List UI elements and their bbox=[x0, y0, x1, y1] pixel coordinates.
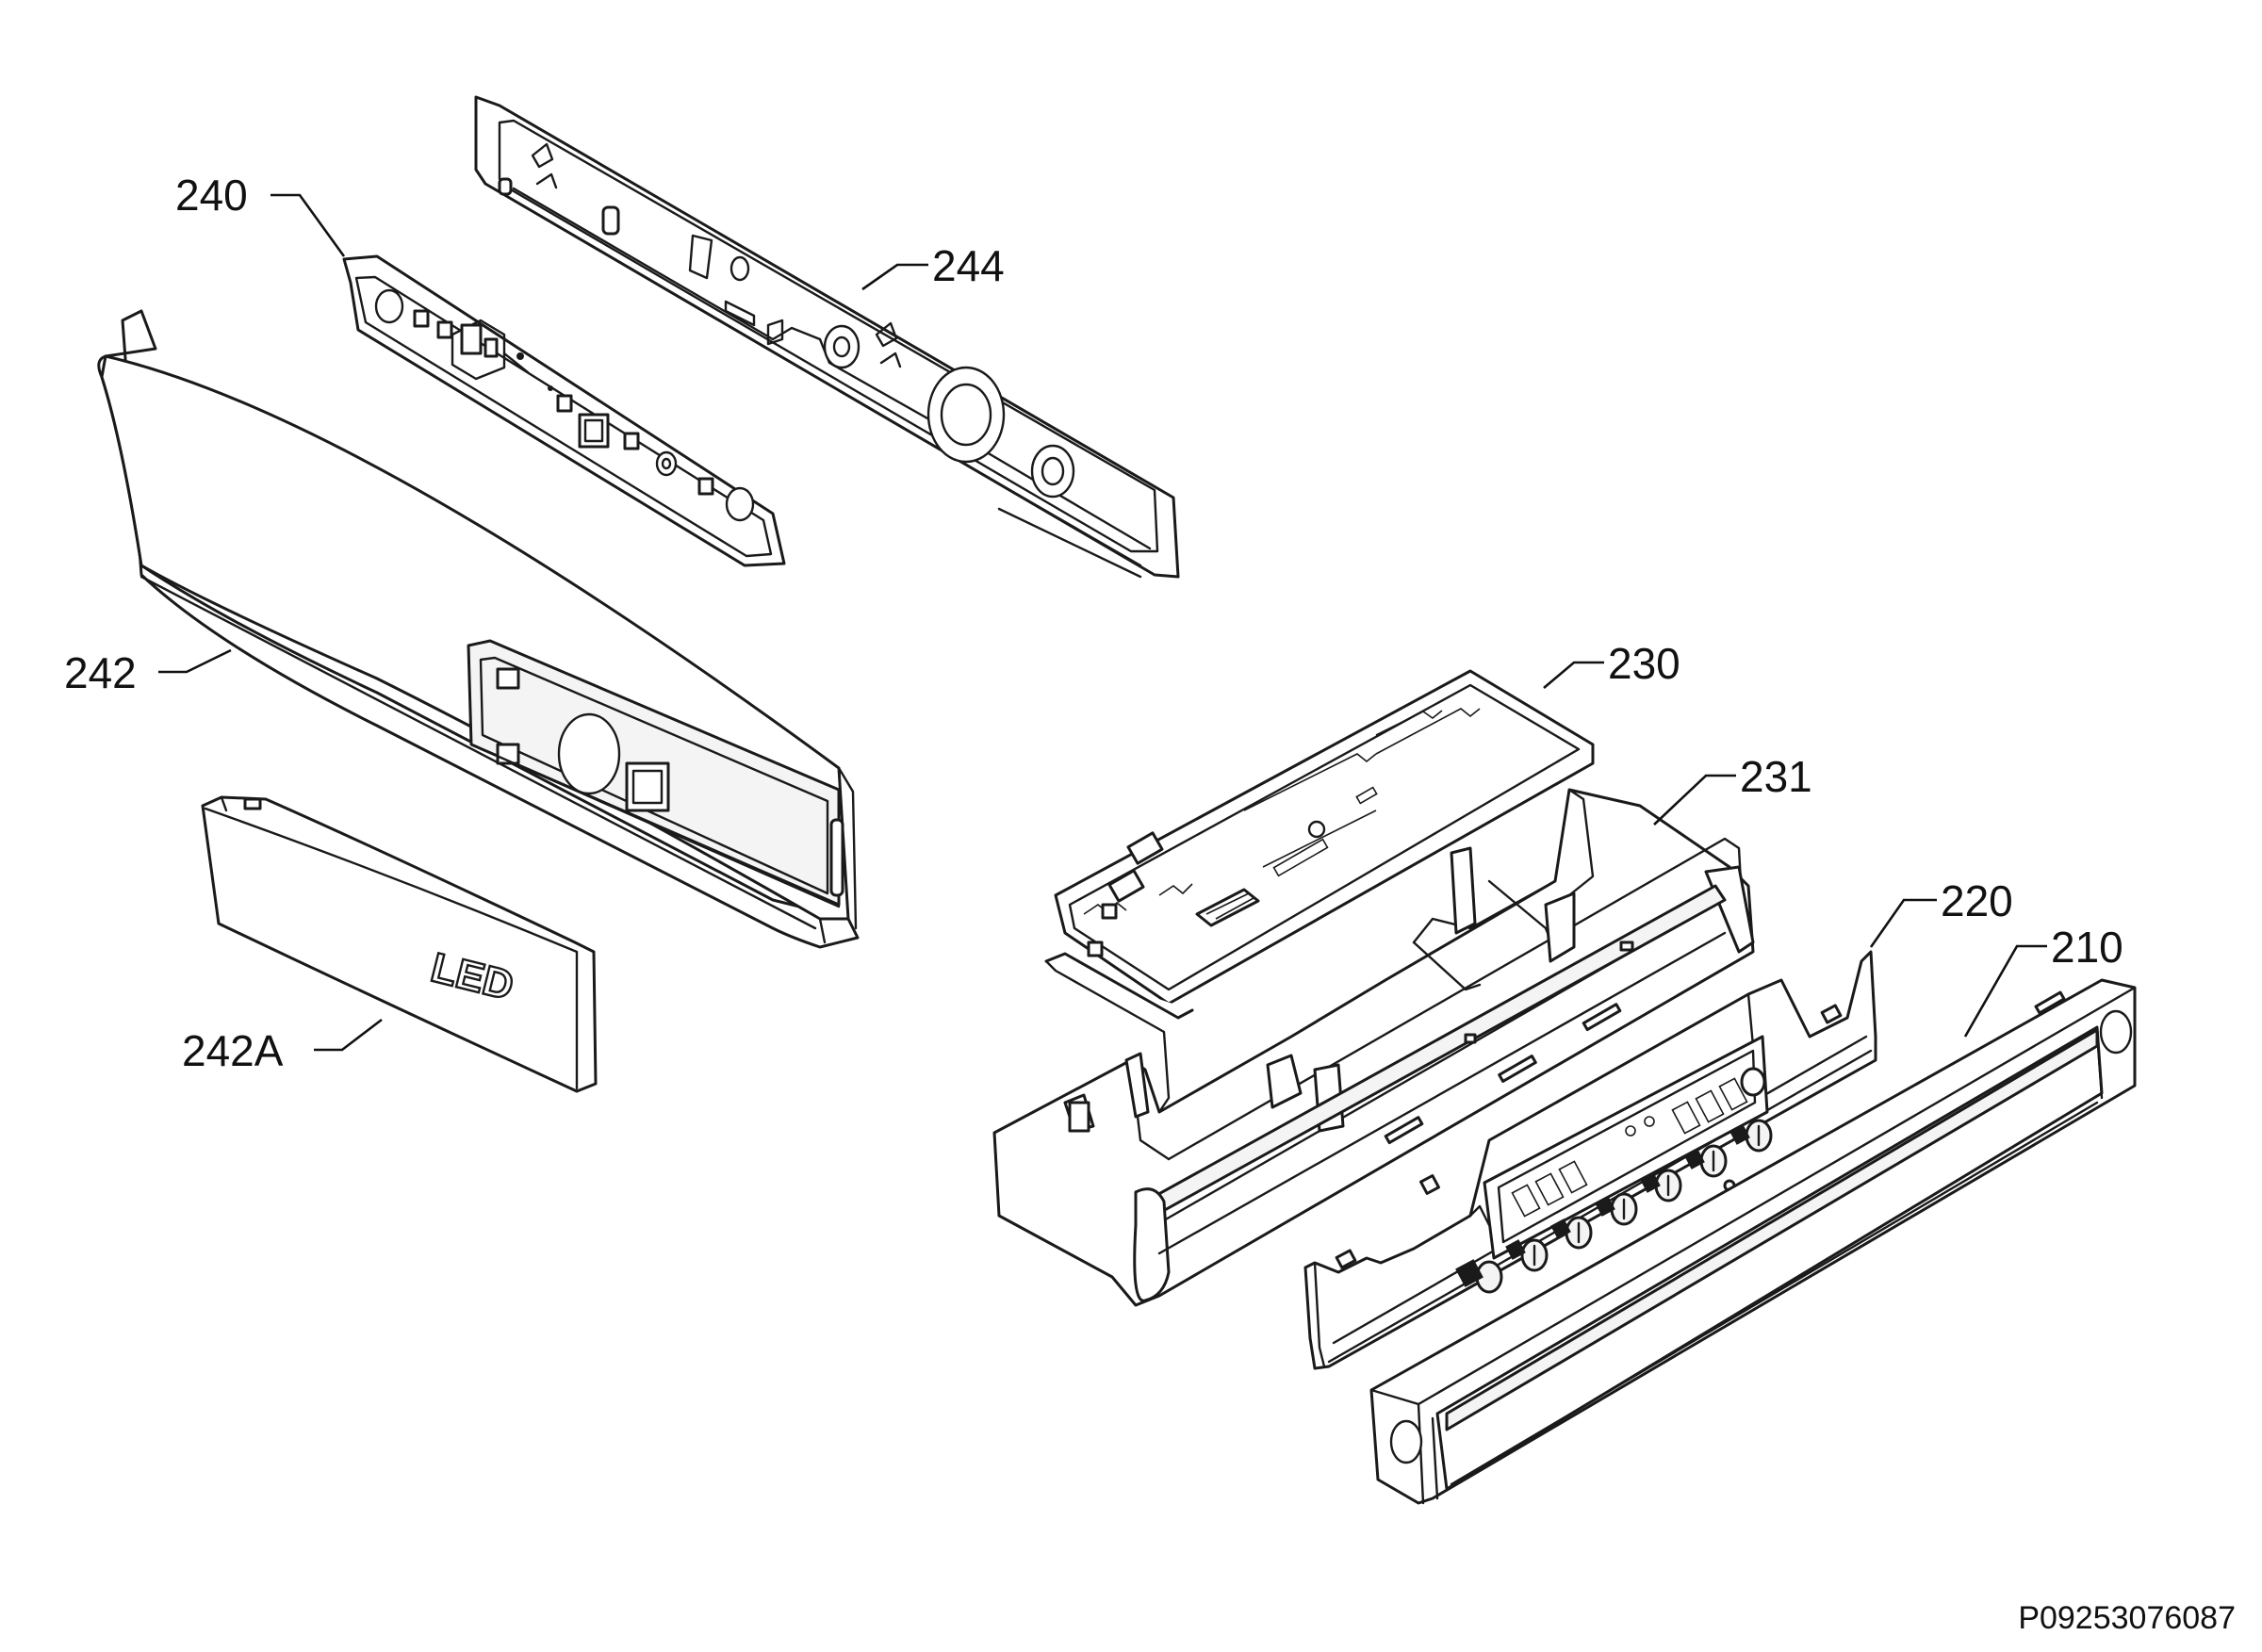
callout-labels: 240 244 242 242A 230 231 220 210 bbox=[64, 171, 2123, 1075]
rail-boss bbox=[823, 324, 861, 369]
callout-210: 210 bbox=[2051, 923, 2123, 972]
panel-button bbox=[1640, 1169, 1682, 1202]
cover-button-hole bbox=[557, 712, 621, 795]
leader-231 bbox=[1653, 774, 1736, 826]
leader-242 bbox=[158, 648, 232, 674]
part-231-housing-tray bbox=[992, 788, 1755, 1307]
part-240-led-board bbox=[342, 254, 786, 567]
leader-220 bbox=[1869, 898, 1937, 948]
callout-244: 244 bbox=[932, 241, 1005, 290]
fascia-hole-left bbox=[1389, 1419, 1423, 1464]
leader-230 bbox=[1543, 661, 1604, 689]
panel-button bbox=[1550, 1216, 1593, 1250]
part-220-control-panel bbox=[1303, 950, 1877, 1370]
leader-242a bbox=[314, 1018, 383, 1052]
callout-220: 220 bbox=[1941, 876, 2013, 925]
leader-210 bbox=[1963, 944, 2047, 1038]
led-board-hole-right bbox=[725, 486, 755, 522]
panel-buttons bbox=[1455, 1119, 1773, 1294]
leader-lines bbox=[158, 193, 2047, 1052]
pcb-mount-hole bbox=[1307, 820, 1326, 839]
fascia-hole-right bbox=[2099, 1009, 2133, 1055]
led-board-hole-left bbox=[374, 288, 404, 324]
panel-button bbox=[1684, 1144, 1728, 1178]
callout-240: 240 bbox=[175, 171, 248, 220]
leader-240 bbox=[270, 193, 346, 257]
part-210-front-fascia bbox=[1369, 978, 2137, 1505]
callout-242a: 242A bbox=[182, 1026, 284, 1075]
cover-clip-upper bbox=[496, 667, 520, 690]
document-number: P09253076087 bbox=[2018, 1600, 2236, 1636]
rail-large-ring bbox=[926, 366, 1006, 464]
callout-231: 231 bbox=[1740, 752, 1812, 801]
panel-button bbox=[1505, 1238, 1549, 1272]
callout-230: 230 bbox=[1608, 639, 1680, 688]
leader-244 bbox=[861, 263, 928, 291]
part-242-front-cover bbox=[97, 309, 860, 949]
panel-button bbox=[1595, 1192, 1638, 1226]
part-244-rear-rail bbox=[474, 95, 1180, 579]
pcb-connector bbox=[1195, 888, 1260, 927]
callout-242: 242 bbox=[64, 648, 137, 697]
rail-small-ring bbox=[1030, 444, 1075, 499]
panel-button bbox=[1455, 1259, 1503, 1294]
panel-button bbox=[1729, 1119, 1773, 1153]
part-230-main-pcb bbox=[1054, 669, 1595, 1006]
part-242a-led-badge: LED bbox=[201, 795, 598, 1093]
display-digits bbox=[1511, 1077, 1748, 1218]
